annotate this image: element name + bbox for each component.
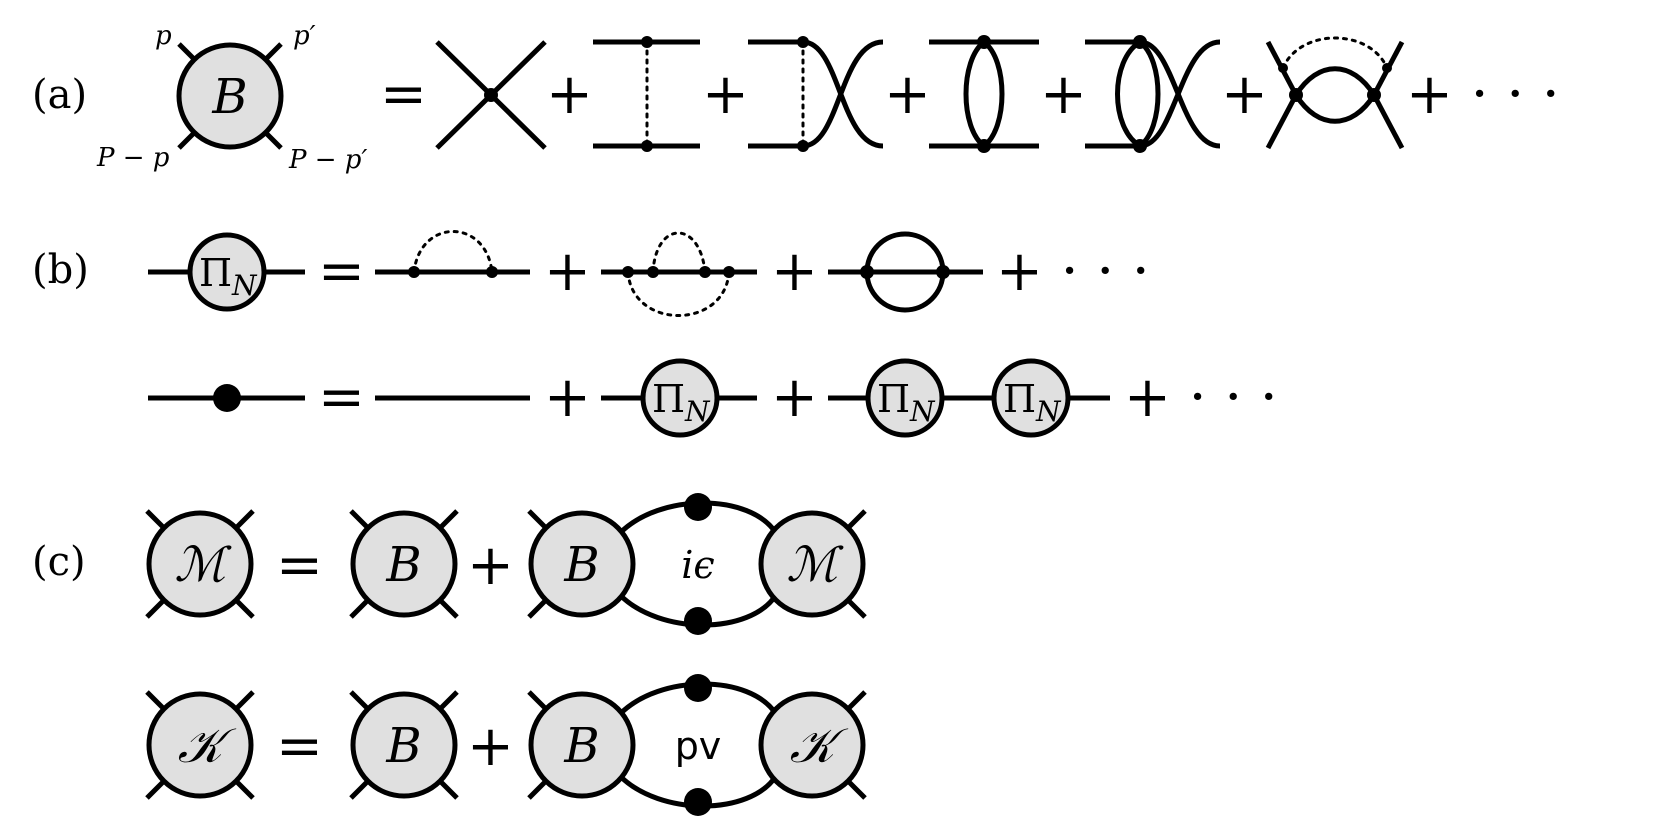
kernel-B-c3: B: [349, 690, 459, 800]
self-energy-lhs: Π N: [148, 232, 305, 312]
B-label-c1: B: [385, 537, 421, 593]
plus-a2: +: [702, 62, 749, 127]
dots-a: + · · ·: [1406, 62, 1560, 127]
diagram-a-contact: [435, 40, 547, 150]
plus-a3: +: [884, 62, 931, 127]
bethe-salpeter-M-iteration: B ℳ iϵ: [527, 493, 867, 635]
pi-symbol-4: Π: [1003, 377, 1036, 421]
momentum-p-prime: p′: [293, 21, 316, 51]
plus-a4: +: [1040, 62, 1087, 127]
panel-b-label: (b): [32, 247, 89, 293]
equals-c1: =: [276, 533, 323, 598]
K-matrix-lhs: 𝒦: [145, 690, 255, 800]
plus-b4: +: [771, 365, 818, 430]
pi-subscript-3: N: [909, 395, 936, 428]
plus-a1: +: [546, 62, 593, 127]
equals-b1: =: [318, 239, 365, 304]
dressed-propagator: [148, 384, 305, 412]
pi-subscript-4: N: [1035, 395, 1062, 428]
equals-c2: =: [276, 714, 323, 779]
self-energy-sunset: [828, 231, 983, 313]
momentum-P-minus-p: P − p: [96, 143, 170, 173]
diagram-a-bubble-crossed: [1085, 35, 1221, 153]
plus-b3: +: [544, 365, 591, 430]
propagator-two-insertions: Π N Π N: [828, 358, 1110, 438]
momentum-p: p: [155, 21, 172, 51]
plus-c1: +: [467, 533, 514, 598]
B-label-c2: B: [563, 537, 599, 593]
diagram-a-loop-dotted: [1265, 36, 1405, 150]
plus-b1: +: [544, 239, 591, 304]
M-label-1: ℳ: [174, 537, 232, 593]
dots-b1: + · · ·: [996, 239, 1150, 304]
kernel-B-c1: B: [349, 509, 459, 619]
plus-c2: +: [467, 714, 514, 779]
equals-b2: =: [318, 365, 365, 430]
propagator-one-insertion: Π N: [601, 358, 757, 438]
panel-a-equals: =: [380, 62, 427, 127]
pi-symbol-3: Π: [877, 377, 910, 421]
bethe-salpeter-K-iteration: B 𝒦 pv: [527, 674, 867, 816]
dots-b2: + · · ·: [1124, 365, 1278, 430]
self-energy-two-pion-loop: [601, 231, 757, 317]
panel-a-label: (a): [32, 72, 87, 118]
plus-a5: +: [1221, 62, 1268, 127]
i-epsilon-label: iϵ: [681, 543, 714, 587]
self-energy-pion-loop: [375, 230, 530, 278]
panel-c-label: (c): [32, 539, 86, 585]
pi-symbol: Π: [199, 251, 232, 295]
pi-subscript-2: N: [684, 395, 711, 428]
diagram-a-ope: [593, 36, 700, 152]
amplitude-M-lhs: ℳ: [145, 509, 255, 619]
pi-symbol-2: Π: [652, 377, 685, 421]
plus-b2: +: [771, 239, 818, 304]
diagram-a-bubble: [929, 35, 1039, 153]
momentum-P-minus-p-prime: P − p′: [288, 145, 367, 175]
B-label-c4: B: [563, 718, 599, 774]
pi-subscript: N: [231, 269, 258, 302]
B-label-c3: B: [385, 718, 421, 774]
panel-a-b-label: B: [211, 69, 247, 125]
M-label-2: ℳ: [786, 537, 844, 593]
principal-value-label: pv: [675, 724, 722, 768]
diagram-a-ope-crossed: [748, 36, 884, 152]
panel-a-b-vertex: B: [176, 42, 284, 150]
